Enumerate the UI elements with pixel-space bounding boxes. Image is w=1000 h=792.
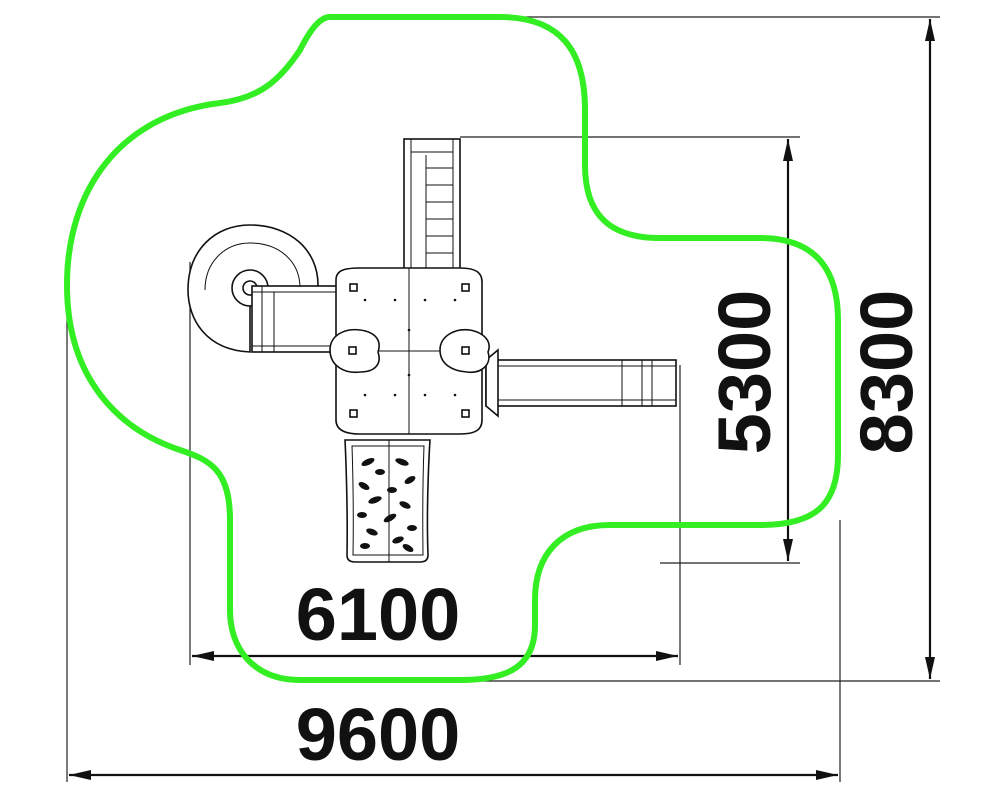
dim-label-inner-height: 5300	[703, 290, 786, 455]
straight-slide	[485, 348, 677, 418]
dimension-arrows	[69, 19, 935, 780]
arrow-left-6100	[192, 651, 214, 661]
dim-label-inner-width: 6100	[296, 573, 461, 656]
arrow-right-9600	[816, 770, 838, 780]
safety-zone-outline	[64, 14, 841, 683]
extension-lines	[66, 16, 940, 782]
arrow-left-9600	[69, 770, 91, 780]
climbing-wall	[344, 439, 431, 563]
playground-equipment	[187, 138, 677, 563]
arrow-top-5300	[783, 139, 793, 161]
dim-label-outer-width: 9600	[296, 693, 461, 776]
tube-slide	[187, 224, 339, 353]
dim-label-outer-height: 8300	[845, 290, 928, 455]
tower-platform	[329, 267, 490, 435]
arrow-bottom-8300	[925, 657, 935, 679]
ladder	[403, 138, 461, 270]
arrow-top-8300	[925, 19, 935, 41]
arrow-right-6100	[656, 651, 678, 661]
arrow-bottom-5300	[783, 539, 793, 561]
